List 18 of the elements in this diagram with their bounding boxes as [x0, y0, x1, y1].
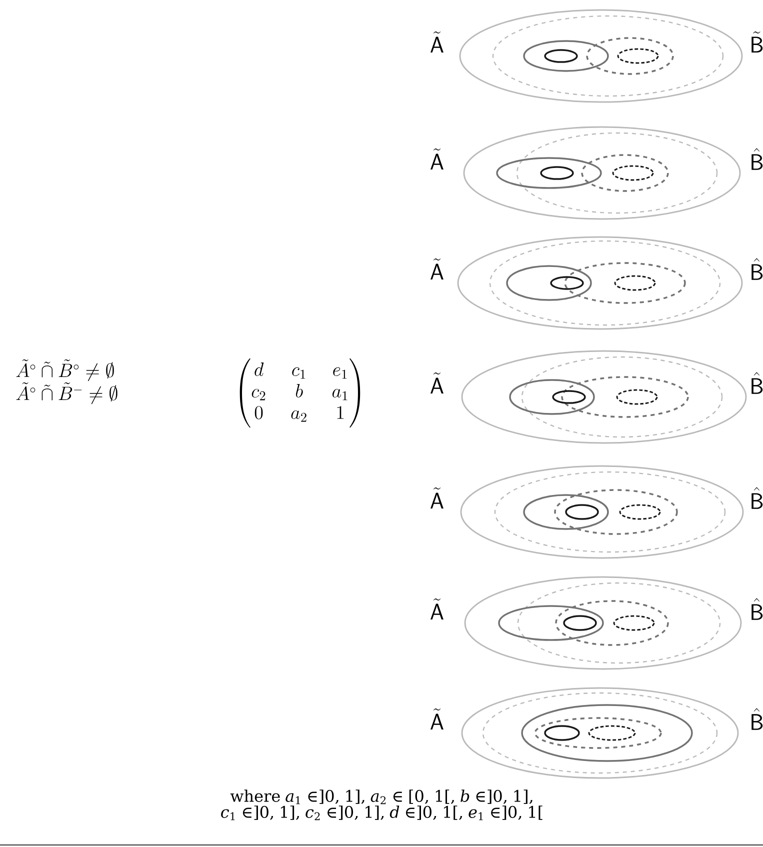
set-label: $\hat{\mathsf{B}}$	[752, 372, 763, 394]
set-label: $\tilde{\mathsf{A}}$	[430, 372, 444, 394]
set-label: $\tilde{\mathsf{B}}$	[752, 32, 763, 52]
set-label: $\tilde{\mathsf{A}}$	[430, 488, 444, 508]
condition-formula: $\tilde{A}^{\circ}\mathbin{\tilde{\cap}}\tilde{B}^{-} \neq \emptyset$	[16, 382, 118, 404]
condition-formula: $\tilde{A}^{\circ}\mathbin{\tilde{\cap}}\tilde{B}^{\circ} \neq \emptyset$	[16, 359, 114, 382]
set-label: $\hat{\mathsf{B}}$	[752, 598, 763, 620]
set-label: $\hat{\mathsf{B}}$	[752, 708, 763, 730]
set-label: $\tilde{\mathsf{A}}$	[430, 258, 444, 280]
set-label: $\hat{\mathsf{B}}$	[752, 487, 763, 509]
set-label: $\hat{\mathsf{B}}$	[752, 258, 763, 280]
set-label: $\tilde{\mathsf{A}}$	[430, 32, 444, 52]
set-label: $\hat{\mathsf{B}}$	[752, 148, 763, 170]
set-label: $\tilde{\mathsf{A}}$	[430, 708, 444, 730]
set-label: $\tilde{\mathsf{A}}$	[430, 598, 444, 620]
set-label: $\tilde{\mathsf{A}}$	[430, 148, 444, 170]
matrix-formula: $\begin{pmatrix} d & c_1 & e_1 \\ c_2 & b & a_1 \\ 0 & a_2 & 1 \end{pmatrix}$	[240, 358, 360, 428]
caption: where a$_{1}$ ∈]0, 1], a$_{2}$ ∈ [0, 1[, b ∈]0, 1], c$_{1}$ ∈]0, 1], c$_{2}$ ∈]0, 1], d ∈]0, 1[, e$_{1}$ ∈]0, 1[	[221, 790, 542, 820]
